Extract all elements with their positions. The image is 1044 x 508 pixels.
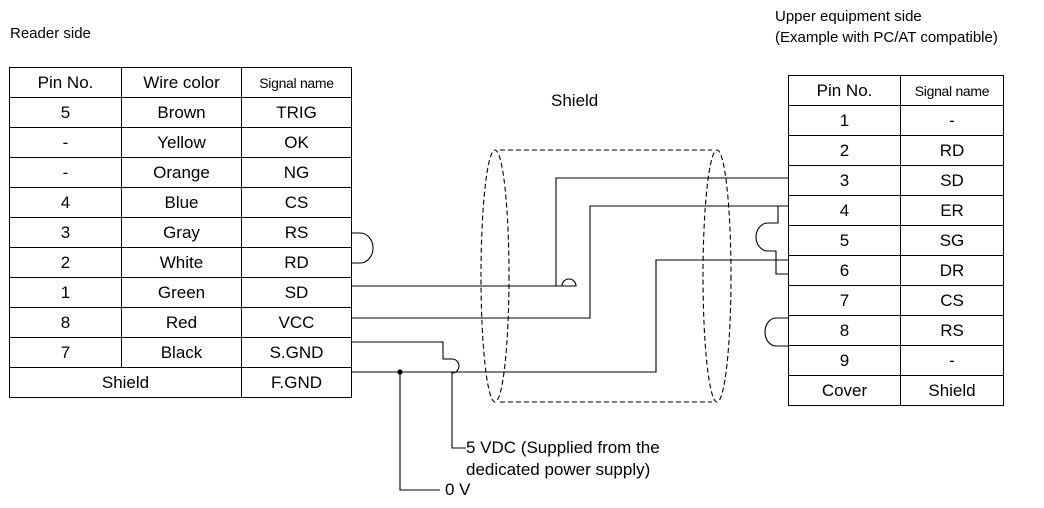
upper-cell: Shield xyxy=(900,375,1004,406)
reader-header-cell: Signal name xyxy=(241,67,352,98)
upper-cell: RS xyxy=(900,315,1004,346)
upper-table-row: 1- xyxy=(788,105,1004,136)
reader-cell: - xyxy=(9,157,122,188)
upper-cell: ER xyxy=(900,195,1004,226)
upper-cell: - xyxy=(900,345,1004,376)
upper-cell: DR xyxy=(900,255,1004,286)
reader-cell: Blue xyxy=(121,187,242,218)
reader-cell: Brown xyxy=(121,97,242,128)
reader-cell: S.GND xyxy=(241,337,352,368)
reader-side-title: Reader side xyxy=(10,25,91,42)
wire-vcc-to-5v xyxy=(451,380,466,449)
reader-cell: RS xyxy=(241,217,352,248)
upper-cell: 8 xyxy=(788,315,901,346)
reader-cell: RD xyxy=(241,247,352,278)
reader-header-cell: Wire color xyxy=(121,67,242,98)
wire-vcc xyxy=(351,341,444,359)
reader-cell: 4 xyxy=(9,187,122,218)
reader-rs-cs-loopback xyxy=(351,232,374,264)
reader-cell: TRIG xyxy=(241,97,352,128)
upper-table-row: 9- xyxy=(788,345,1004,376)
reader-cell: - xyxy=(9,127,122,158)
reader-cell: OK xyxy=(241,127,352,158)
reader-shield-signal: F.GND xyxy=(241,367,352,398)
reader-shield-label: Shield xyxy=(9,367,242,398)
upper-er-dr-loopback xyxy=(755,205,788,275)
upper-header-cell: Signal name xyxy=(900,75,1004,106)
reader-cell: 5 xyxy=(9,97,122,128)
upper-cell: RD xyxy=(900,135,1004,166)
reader-cell: 7 xyxy=(9,337,122,368)
ground-label: 0 V xyxy=(445,480,471,499)
upper-cell: 9 xyxy=(788,345,901,376)
wire-sgnd-to-0v xyxy=(399,372,440,491)
supply-label-line1: 5 VDC (Supplied from the xyxy=(466,438,660,457)
upper-table-header: Pin No.Signal name xyxy=(788,75,1004,106)
wire-sgnd-to-sg xyxy=(351,259,788,373)
cable-shield xyxy=(480,149,732,403)
reader-cell: NG xyxy=(241,157,352,188)
reader-cell: 2 xyxy=(9,247,122,278)
upper-cell: CS xyxy=(900,285,1004,316)
supply-label-line2: dedicated power supply) xyxy=(466,460,651,479)
upper-cell: 2 xyxy=(788,135,901,166)
reader-cell: CS xyxy=(241,187,352,218)
wire-sd-to-rd xyxy=(351,205,788,319)
upper-cell: Cover xyxy=(788,375,901,406)
reader-header-cell: Pin No. xyxy=(9,67,122,98)
reader-cell: Orange xyxy=(121,157,242,188)
upper-cell: SD xyxy=(900,165,1004,196)
ground-junction-dot xyxy=(397,369,403,375)
shield-label: Shield xyxy=(551,91,599,110)
upper-cs-rs-loopback xyxy=(764,317,788,347)
reader-cell: VCC xyxy=(241,307,352,338)
upper-cell: SG xyxy=(900,225,1004,256)
wire-rd-to-sd xyxy=(351,177,788,287)
upper-side-title: Upper equipment side xyxy=(775,8,922,25)
reader-cell: Green xyxy=(121,277,242,308)
upper-side-subtitle: (Example with PC/AT compatible) xyxy=(775,29,998,46)
wire-vcc-hop xyxy=(451,358,460,380)
